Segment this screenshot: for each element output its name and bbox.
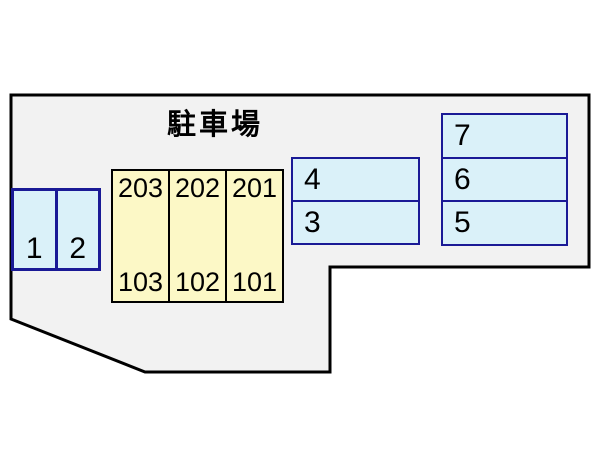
parking-row-right: 7 6 5 bbox=[441, 113, 568, 246]
unit-103-label: 103 bbox=[117, 267, 164, 297]
page-title: 駐車場 bbox=[166, 109, 263, 141]
parking-row-left: 1 2 bbox=[11, 188, 101, 271]
parking-row-middle: 4 3 bbox=[291, 157, 420, 245]
parking-space-6: 6 bbox=[443, 156, 566, 201]
parking-space-5: 5 bbox=[443, 200, 566, 245]
unit-101-label: 101 bbox=[231, 267, 278, 297]
building-column-1: 201 101 bbox=[225, 171, 282, 301]
parking-space-4: 4 bbox=[293, 159, 418, 200]
parking-space-1: 1 bbox=[14, 191, 55, 268]
unit-203-label: 203 bbox=[117, 173, 164, 203]
building-block: 203 103 202 102 201 101 bbox=[111, 169, 284, 303]
unit-102-label: 102 bbox=[174, 267, 221, 297]
parking-space-3: 3 bbox=[293, 200, 418, 243]
building-column-2: 202 102 bbox=[168, 171, 225, 301]
parking-space-2: 2 bbox=[54, 191, 98, 268]
building-column-3: 203 103 bbox=[113, 171, 168, 301]
unit-202-label: 202 bbox=[174, 173, 221, 203]
parking-space-7: 7 bbox=[443, 115, 566, 157]
unit-201-label: 201 bbox=[231, 173, 278, 203]
